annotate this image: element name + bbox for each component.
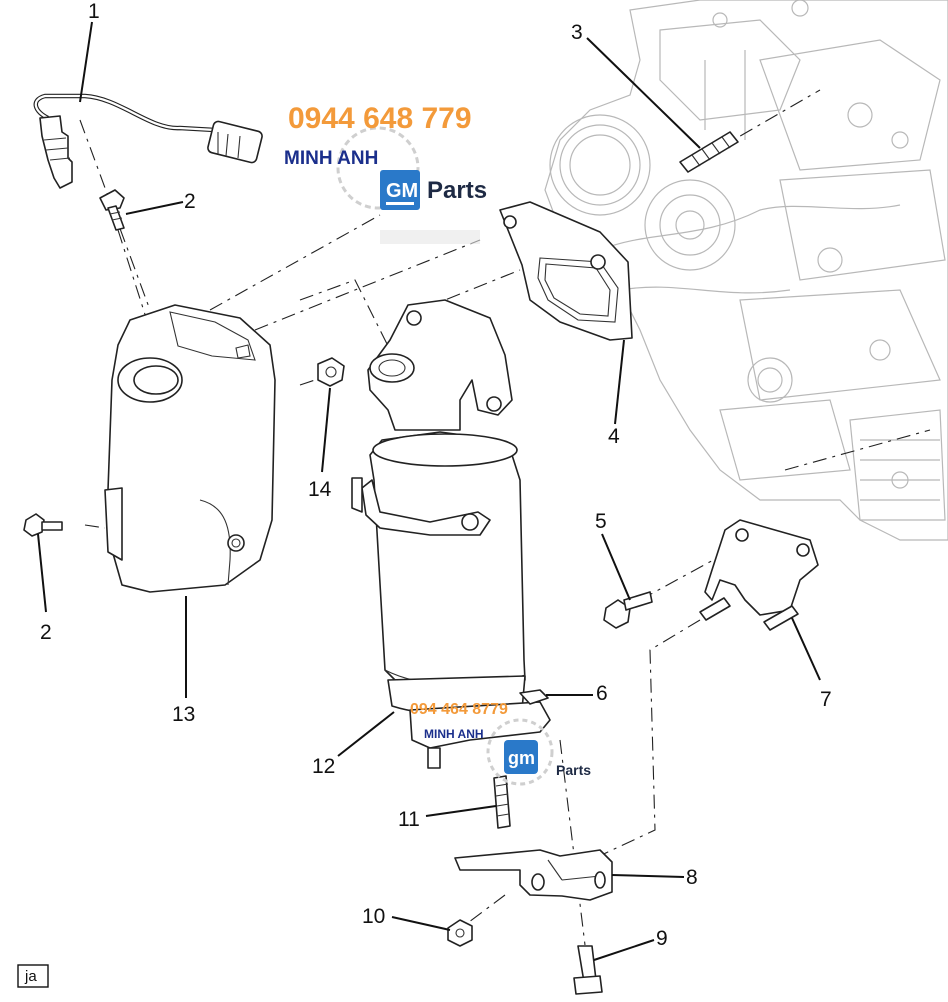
callout-9: 9	[656, 927, 668, 950]
callout-1: 1	[88, 0, 100, 23]
callout-7: 7	[820, 688, 832, 711]
catalytic-converter	[351, 299, 551, 769]
bolt-9	[573, 945, 603, 995]
watermark-bottom: 094 464 8779 MINH ANH gm Parts	[410, 701, 591, 786]
callout-2-lower: 2	[40, 621, 52, 644]
bolt-5	[603, 591, 653, 629]
bracket-7	[699, 519, 819, 631]
callout-2-upper: 2	[184, 190, 196, 213]
callout-4: 4	[608, 425, 620, 448]
watermark-shop-top: MINH ANH	[284, 148, 378, 169]
callout-3: 3	[571, 21, 583, 44]
stud	[679, 131, 739, 173]
watermark-parts-top: Parts	[427, 177, 487, 204]
nut-10	[447, 919, 473, 947]
callout-14: 14	[308, 478, 332, 501]
callout-12: 12	[312, 755, 335, 778]
watermark-phone-top: 0944 648 779	[288, 102, 472, 135]
watermark-top: 0944 648 779 MINH ANH GM Parts	[284, 102, 487, 244]
callout-10: 10	[362, 905, 385, 928]
callout-labels: 1 2 2 3 4 5 6 7 8 9 10 11 12 13 14	[40, 0, 832, 950]
callout-5: 5	[595, 510, 607, 533]
bolt-2-upper	[99, 189, 125, 231]
callout-6: 6	[596, 682, 608, 705]
corner-code: ja	[17, 964, 49, 988]
oxygen-sensor	[33, 93, 263, 189]
watermark-shop-bottom: MINH ANH	[424, 727, 484, 741]
nut-14	[317, 357, 345, 387]
stud-11	[493, 775, 511, 829]
heat-shield	[104, 304, 276, 593]
watermark-parts-bottom: Parts	[556, 762, 591, 778]
callout-8: 8	[686, 866, 698, 889]
corner-code-text: ja	[24, 968, 37, 985]
nut-6	[519, 689, 549, 705]
callout-11: 11	[398, 808, 420, 831]
engine-block	[544, 0, 948, 541]
gasket	[499, 201, 633, 341]
callout-13: 13	[172, 703, 195, 726]
gm-logo-top	[380, 170, 420, 210]
leader-lines	[37, 21, 821, 961]
bracket-8	[454, 849, 613, 901]
alignment-lines	[79, 89, 931, 946]
bolt-2-lower	[23, 513, 63, 537]
gm-logo-text-top: GM	[386, 180, 418, 202]
watermark-phone-bottom: 094 464 8779	[410, 701, 508, 718]
gm-logo-bottom	[504, 740, 538, 774]
gm-logo-text-bottom: gm	[508, 748, 535, 768]
